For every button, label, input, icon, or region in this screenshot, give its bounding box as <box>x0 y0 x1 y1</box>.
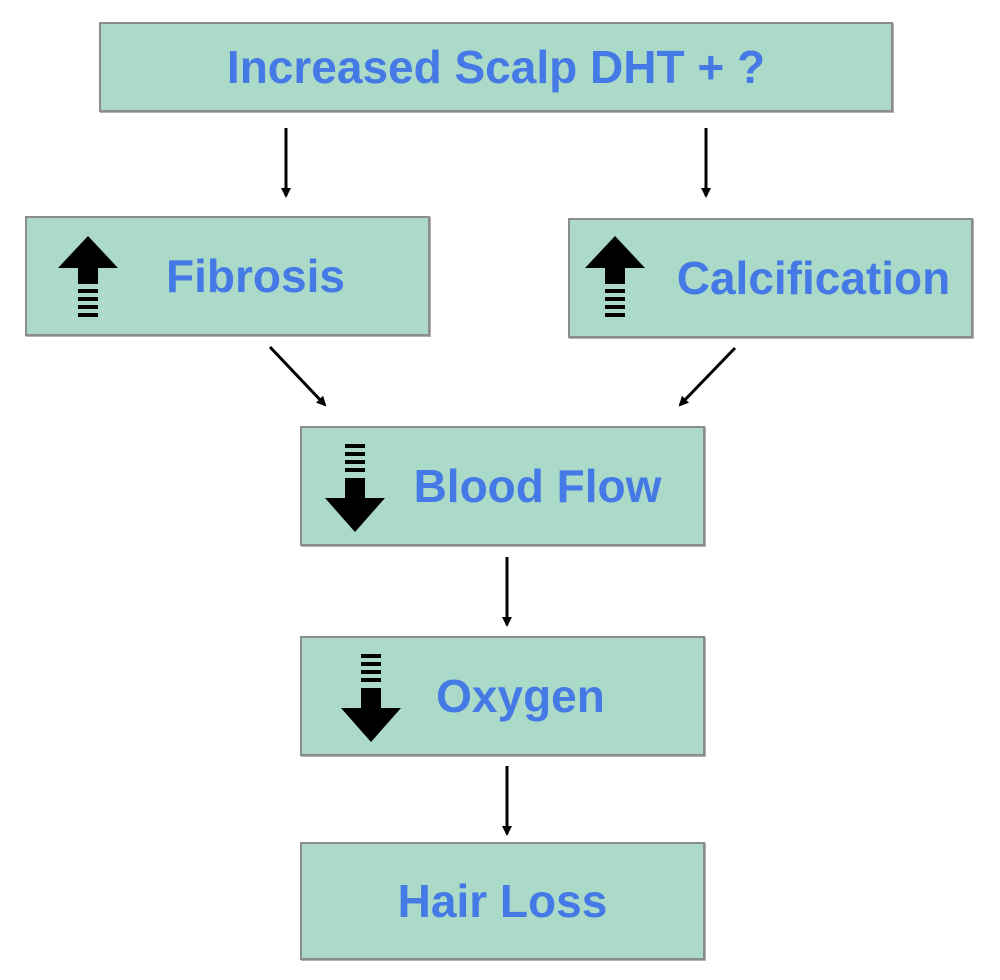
node-increased-scalp-dht: Increased Scalp DHT + ? <box>99 22 893 112</box>
node-fibrosis: Fibrosis <box>25 216 430 336</box>
node-calcification: Calcification <box>568 218 973 338</box>
node-oxygen: Oxygen <box>300 636 705 756</box>
down-arrow-icon <box>341 654 401 742</box>
node-label: Oxygen <box>436 670 605 722</box>
node-label: Calcification <box>676 252 951 304</box>
edge-fibrosis-to-blood-flow <box>268 345 327 407</box>
down-arrow-icon <box>325 444 385 532</box>
node-label: Blood Flow <box>413 460 662 512</box>
node-blood-flow: Blood Flow <box>300 426 705 546</box>
up-arrow-icon <box>58 236 118 317</box>
node-hair-loss: Hair Loss <box>300 842 705 960</box>
node-label: Fibrosis <box>166 250 345 302</box>
up-arrow-icon <box>585 236 645 317</box>
node-label: Hair Loss <box>397 875 608 927</box>
node-label: Increased Scalp DHT + ? <box>226 41 766 93</box>
edge-calcification-to-blood-flow <box>678 346 737 407</box>
